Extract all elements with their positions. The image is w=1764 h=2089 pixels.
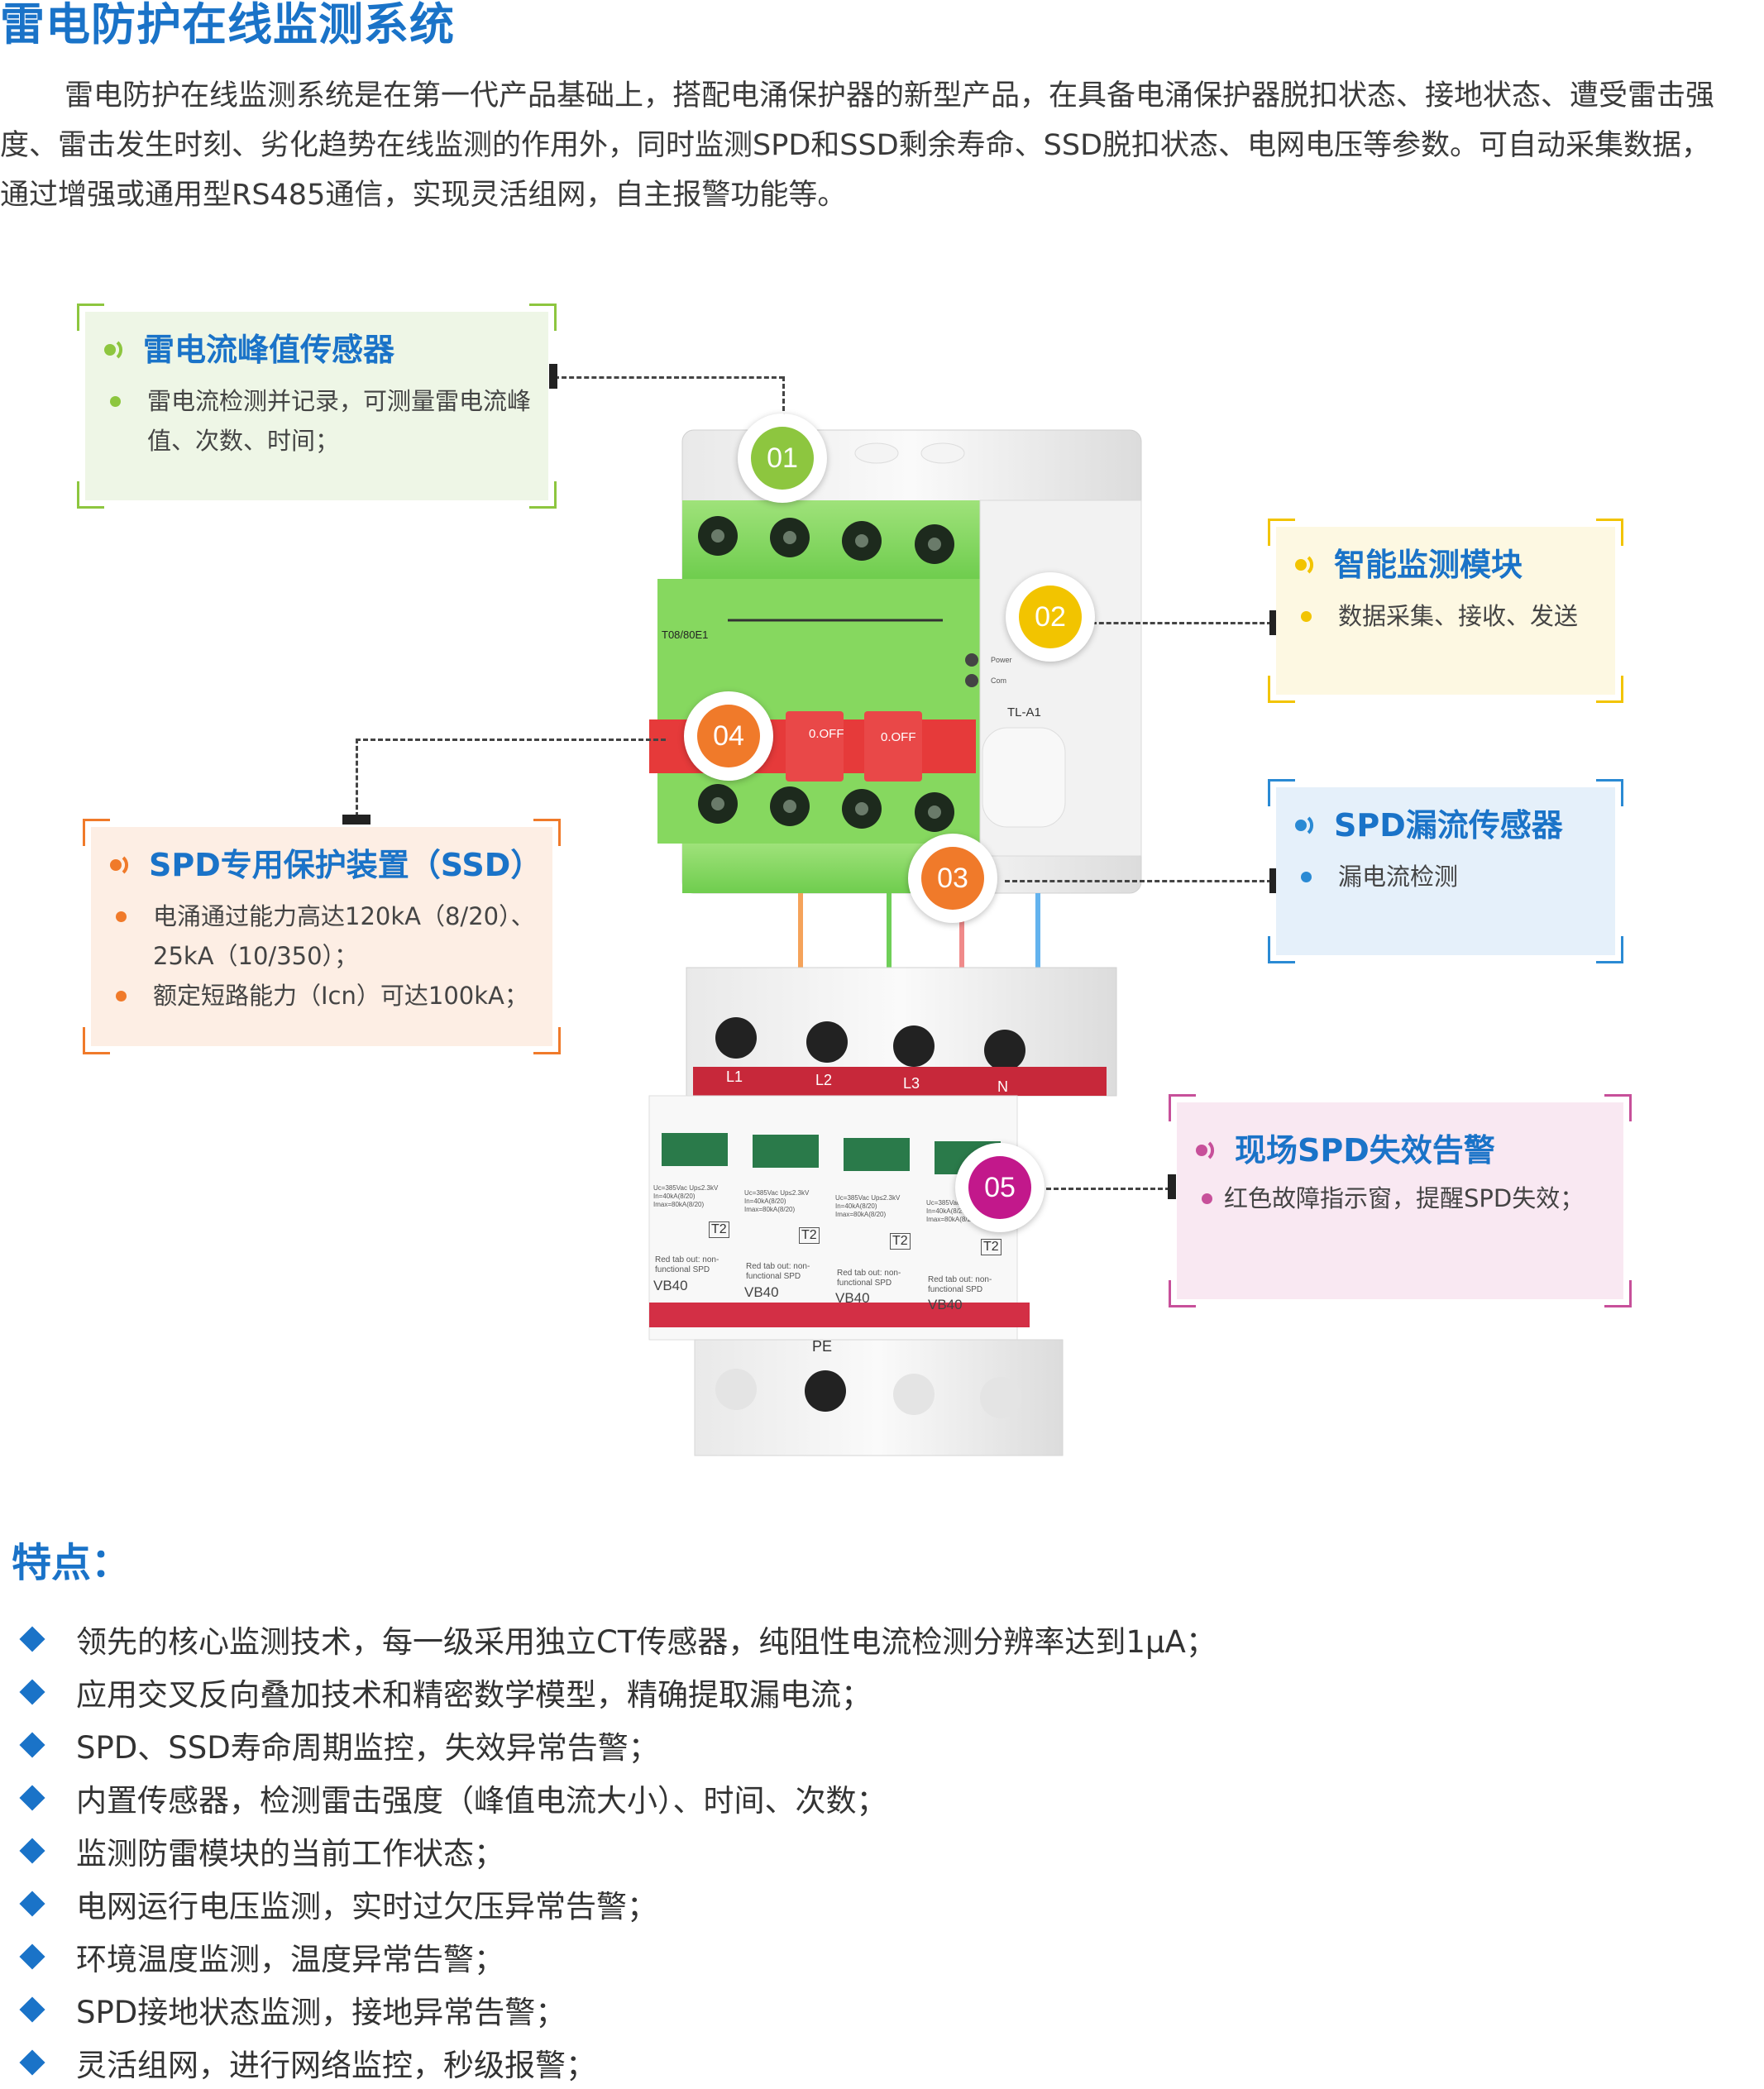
diamond-bullet-icon xyxy=(19,1626,45,1652)
diamond-bullet-icon xyxy=(19,2049,45,2076)
callout-title-05: 现场SPD失效告警 xyxy=(1235,1132,1495,1169)
diamond-bullet-icon xyxy=(19,1838,45,1864)
connector-03 xyxy=(1269,868,1278,893)
spd-class-label-1: T2 xyxy=(709,1221,729,1238)
phase-label-l2: L2 xyxy=(815,1072,833,1088)
leader-03 xyxy=(1005,880,1272,882)
phase-label-l3: L3 xyxy=(903,1075,920,1092)
svg-text:Power: Power xyxy=(991,656,1012,664)
leader-01-v xyxy=(782,376,785,426)
badge-01-number: 01 xyxy=(751,427,814,490)
callout-card-05: 现场SPD失效告警 红色故障指示窗，提醒SPD失效； xyxy=(1169,1094,1632,1307)
phase-strip xyxy=(693,1067,1107,1096)
callout-card-04: SPD专用保护装置（SSD） 电涌通过能力高达120kA（8/20）、25kA（… xyxy=(83,819,561,1054)
phase-label-l1: L1 xyxy=(726,1068,743,1085)
spd-spec-1: Uc=385Vac Up≤2.3kV In=40kA(8/20) Imax=80… xyxy=(653,1184,719,1208)
svg-text:0.OFF: 0.OFF xyxy=(809,727,844,741)
feature-item: 电网运行电压监测，实时过欠压异常告警； xyxy=(17,1877,1217,1930)
spd-class-label-3: T2 xyxy=(890,1233,911,1250)
features-title: 特点： xyxy=(12,1540,131,1586)
feature-item: SPD接地状态监测，接地异常告警； xyxy=(17,1983,1217,2036)
signal-icon xyxy=(1293,552,1317,577)
callout-item-01-1: 雷电流检测并记录，可测量雷电流峰值、次数、时间； xyxy=(102,381,532,461)
callout-item-02-1: 数据采集、接收、发送 xyxy=(1293,596,1599,636)
diamond-bullet-icon xyxy=(19,1996,45,2023)
svg-text:Com: Com xyxy=(991,676,1006,685)
feature-item: 环境温度监测，温度异常告警； xyxy=(17,1930,1217,1983)
signal-icon xyxy=(1293,813,1317,838)
leader-02 xyxy=(1092,622,1272,624)
module-label: TL-A1 xyxy=(1007,705,1041,719)
connector-02 xyxy=(1269,610,1278,635)
pe-label: PE xyxy=(812,1338,833,1355)
badge-04-number: 04 xyxy=(697,705,760,767)
diamond-bullet-icon xyxy=(19,1891,45,1917)
diamond-bullet-icon xyxy=(19,1785,45,1811)
spd-spec-2: Uc=385Vac Up≤2.3kV In=40kA(8/20) Imax=80… xyxy=(744,1189,810,1213)
callout-title-03: SPD漏流传感器 xyxy=(1334,807,1563,844)
spd-note-3: Red tab out: non-functional SPD xyxy=(837,1269,901,1288)
feature-item: SPD、SSD寿命周期监控，失效异常告警； xyxy=(17,1719,1217,1771)
callout-title-02: 智能监测模块 xyxy=(1334,547,1523,583)
badge-05-number: 05 xyxy=(968,1156,1031,1219)
connector-04 xyxy=(342,815,370,825)
spd-note-4: Red tab out: non-functional SPD xyxy=(928,1275,992,1294)
spd-spec-3: Uc=385Vac Up≤2.3kV In=40kA(8/20) Imax=80… xyxy=(835,1194,901,1218)
feature-item: 灵活组网，进行网络监控，秒级报警； xyxy=(17,2036,1217,2089)
diamond-bullet-icon xyxy=(19,1679,45,1705)
callout-card-01: 雷电流峰值传感器 雷电流检测并记录，可测量雷电流峰值、次数、时间； xyxy=(77,304,557,509)
spd-model-label-3: VB40 xyxy=(835,1290,870,1306)
features-list: 领先的核心监测技术，每一级采用独立CT传感器，纯阻性电流检测分辨率达到1μA； … xyxy=(17,1613,1217,2089)
feature-item: 应用交叉反向叠加技术和精密数学模型，精确提取漏电流； xyxy=(17,1666,1217,1719)
leader-05 xyxy=(1046,1188,1170,1190)
badge-02-number: 02 xyxy=(1019,586,1082,648)
signal-icon xyxy=(102,337,127,362)
callout-item-03-1: 漏电流检测 xyxy=(1293,857,1599,896)
signal-icon xyxy=(1193,1138,1218,1163)
badge-05: 05 xyxy=(955,1143,1045,1232)
page-title: 雷电防护在线监测系统 xyxy=(0,0,455,50)
callout-card-03: SPD漏流传感器 漏电流检测 xyxy=(1268,779,1623,963)
diamond-bullet-icon xyxy=(19,1732,45,1758)
callout-title-04: SPD专用保护装置（SSD） xyxy=(149,847,543,883)
badge-04: 04 xyxy=(684,691,773,781)
signal-icon xyxy=(108,853,132,877)
leader-04-v xyxy=(356,739,358,817)
breaker-model-label: T08/80E1 xyxy=(662,629,708,641)
spd-model-label-2: VB40 xyxy=(744,1284,779,1300)
badge-03-number: 03 xyxy=(921,847,984,910)
feature-item: 领先的核心监测技术，每一级采用独立CT传感器，纯阻性电流检测分辨率达到1μA； xyxy=(17,1613,1217,1666)
callout-item-04-1: 电涌通过能力高达120kA（8/20）、25kA（10/350）； xyxy=(108,896,536,976)
spd-model-label-4: VB40 xyxy=(928,1297,963,1312)
leader-04-h xyxy=(356,739,666,741)
connector-01 xyxy=(549,364,557,389)
intro-paragraph: 雷电防护在线监测系统是在第一代产品基础上，搭配电涌保护器的新型产品，在具备电涌保… xyxy=(0,79,1715,212)
spd-class-label-4: T2 xyxy=(981,1239,1002,1255)
phase-label-n: N xyxy=(997,1078,1008,1095)
callout-item-04-2: 额定短路能力（Icn）可达100kA； xyxy=(108,976,536,1016)
spd-note-2: Red tab out: non-functional SPD xyxy=(746,1262,810,1281)
feature-item: 内置传感器，检测雷击强度（峰值电流大小）、时间、次数； xyxy=(17,1771,1217,1824)
callout-title-01: 雷电流峰值传感器 xyxy=(143,332,395,368)
diamond-bullet-icon xyxy=(19,1943,45,1970)
spd-note-1: Red tab out: non-functional SPD xyxy=(655,1255,719,1274)
feature-item: 监测防雷模块的当前工作状态； xyxy=(17,1824,1217,1877)
callout-card-02: 智能监测模块 数据采集、接收、发送 xyxy=(1268,519,1623,703)
spd-class-label-2: T2 xyxy=(799,1227,820,1244)
spd-model-label-1: VB40 xyxy=(653,1278,688,1293)
badge-01: 01 xyxy=(738,413,827,503)
leader-01-h xyxy=(554,376,784,379)
badge-03: 03 xyxy=(908,834,997,923)
callout-item-05-1: 红色故障指示窗，提醒SPD失效； xyxy=(1193,1178,1607,1218)
badge-02: 02 xyxy=(1006,572,1095,662)
connector-05 xyxy=(1168,1174,1176,1199)
svg-text:0.OFF: 0.OFF xyxy=(881,730,916,744)
